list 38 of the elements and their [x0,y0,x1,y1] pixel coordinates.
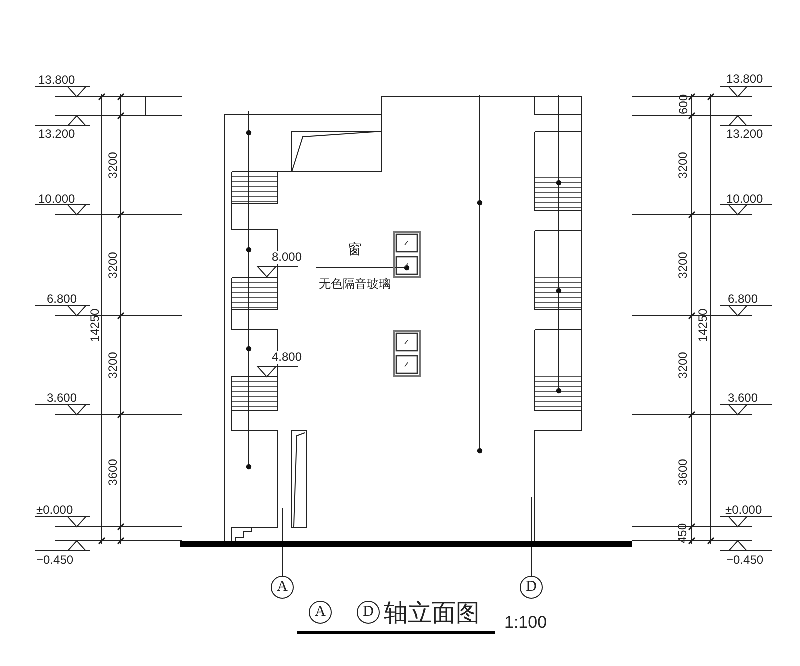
elevation-label: 6.800 [728,292,758,306]
elevation-label: −0.450 [36,554,74,566]
axis-bubble: D [357,601,380,624]
axis-bubble: D [520,576,543,599]
elevation-label: 8.000 [271,250,304,264]
elevation-label: ±0.000 [726,504,762,516]
elevation-label: −0.450 [726,554,764,566]
elevation-label: ±0.000 [36,504,74,516]
dimension-text: 3200 [106,252,120,278]
elevation-label: 4.800 [271,350,304,364]
window-drawing [393,330,421,377]
dimension-text: 14250 [696,308,710,342]
callout-text: 无色隔音玻璃 [318,276,392,292]
elevation-label: 13.200 [726,128,764,140]
elevation-label: 13.800 [726,72,764,86]
dimension-text: 3200 [106,152,120,178]
window-drawing [393,231,421,278]
dimension-text: 3600 [106,458,120,486]
dimension-text: 3600 [676,458,690,486]
elevation-label: 10.000 [38,192,76,206]
dimension-text: 600 [678,94,691,114]
drawing-title: 轴立面图 [384,600,480,626]
elevation-label: 13.800 [38,74,76,86]
dimension-text: 3200 [106,352,120,378]
axis-bubble: A [271,576,294,599]
elevation-label: 6.800 [47,292,78,306]
dimension-text: 3200 [676,352,690,378]
elevation-label: 13.200 [38,128,76,140]
dimension-text: 14250 [88,308,102,342]
scale-label: 1:100 [504,612,548,632]
leader-line [316,265,410,271]
callout-heading: 窗 [347,242,363,258]
elevation-label: 10.000 [726,192,764,206]
axis-bubble: A [309,601,332,624]
dimension-text: 3200 [676,252,690,278]
elevation-label: 3.600 [47,392,78,404]
elevation-label: 3.600 [728,392,758,404]
dimension-text: 3200 [676,152,690,178]
